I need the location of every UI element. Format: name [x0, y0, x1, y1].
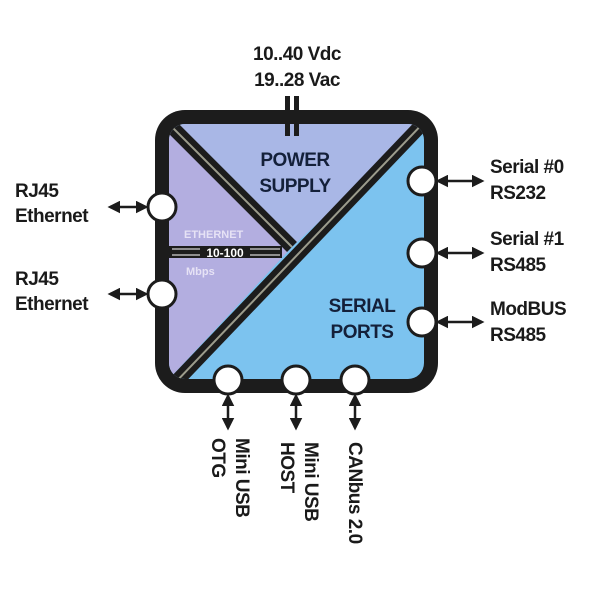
modbus-label: ModBUS [490, 299, 566, 320]
rj45-label: Ethernet [15, 206, 89, 227]
serial-1-label: RS485 [490, 255, 547, 276]
port-serial-0-rs232[interactable] [406, 165, 485, 197]
ethernet-speed-label: 10-100 [206, 246, 244, 260]
power-connector-pin [285, 96, 290, 136]
mini-usb-host-label: HOST [276, 442, 297, 494]
serial-1-label: Serial #1 [490, 229, 565, 250]
power-supply-region [169, 124, 424, 247]
rj45-label: RJ45 [15, 269, 59, 290]
power-input-voltage-dc: 10..40 Vdc [253, 44, 342, 65]
port-rj45-ethernet-1[interactable] [107, 191, 178, 223]
port-mini-usb-host[interactable] [280, 364, 312, 431]
mini-usb-otg-label: OTG [207, 438, 228, 478]
serial-ports-label: PORTS [331, 322, 394, 343]
rj45-label: Ethernet [15, 294, 89, 315]
port-canbus[interactable] [339, 364, 371, 431]
port-modbus-rs485[interactable] [406, 306, 485, 338]
serial-ports-label: SERIAL [329, 296, 397, 317]
modbus-label: RS485 [490, 325, 547, 346]
serial-0-label: RS232 [490, 183, 546, 204]
power-input-voltage-ac: 19..28 Vac [254, 70, 341, 91]
port-serial-1-rs485[interactable] [406, 237, 485, 269]
ethernet-unit-label: Mbps [186, 266, 215, 278]
mini-usb-otg-label: Mini USB [231, 438, 252, 517]
power-supply-label: POWER [260, 150, 330, 171]
serial-0-label: Serial #0 [490, 157, 564, 178]
power-supply-label: SUPPLY [259, 176, 331, 197]
ethernet-region-label: ETHERNET [184, 229, 244, 241]
canbus-label: CANbus 2.0 [344, 442, 365, 544]
port-rj45-ethernet-2[interactable] [107, 278, 178, 310]
mini-usb-host-label: Mini USB [300, 442, 321, 521]
rj45-label: RJ45 [15, 181, 59, 202]
port-mini-usb-otg[interactable] [212, 364, 244, 431]
power-connector-pin [294, 96, 299, 136]
